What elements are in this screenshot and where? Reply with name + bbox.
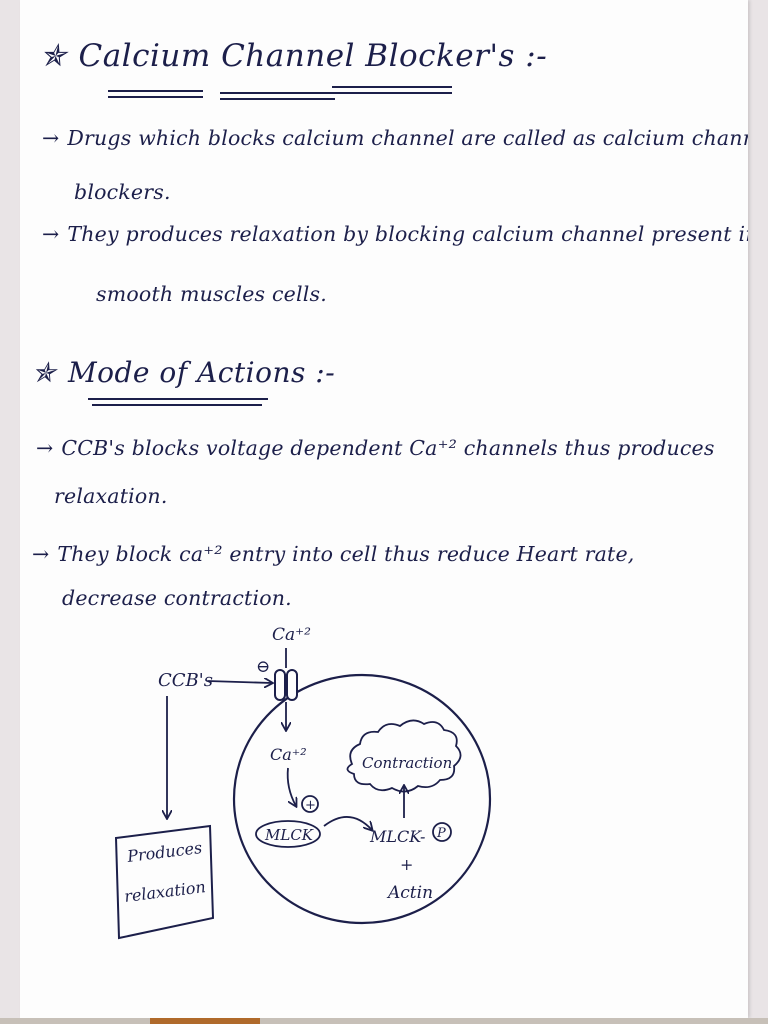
heading-underline: [108, 96, 203, 98]
heading-mode-of-actions: ✯ Mode of Actions :-: [32, 356, 335, 389]
line-text: They block ca⁺² entry into cell thus red…: [57, 542, 635, 566]
plus-between-sign: +: [400, 855, 413, 874]
heading-underline: [108, 90, 203, 92]
heading-text: Mode of Actions :-: [67, 356, 336, 389]
arrow-icon: →: [36, 436, 54, 460]
relaxation-label: relaxation: [123, 877, 207, 906]
heading-underline: [220, 98, 335, 100]
text-line: → Drugs which blocks calcium channel are …: [42, 126, 748, 150]
phosphate-label: P: [436, 826, 446, 841]
arrow-icon: →: [42, 222, 60, 246]
plus-sign: +: [305, 798, 316, 813]
heading-underline: [92, 404, 262, 406]
inhibit-sign-icon: ⊖: [256, 657, 270, 677]
line-text: blockers.: [74, 180, 171, 204]
ccbs-to-channel-arrow: [207, 681, 272, 683]
contraction-label: Contraction: [362, 754, 452, 772]
mlck-p-label: MLCK-: [369, 827, 425, 846]
heading-underline: [332, 92, 452, 94]
text-line: relaxation.: [54, 484, 168, 508]
actin-label: Actin: [386, 883, 433, 903]
calcium-channel-icon: [274, 669, 298, 701]
mlck-oval: [255, 820, 321, 848]
plus-circle-icon: [301, 795, 319, 813]
cell-outline: [232, 673, 492, 925]
phosphate-circle-icon: [432, 822, 452, 842]
line-text: decrease contraction.: [62, 586, 292, 610]
contraction-cloud: [346, 719, 462, 793]
line-text: Drugs which blocks calcium channel are c…: [67, 126, 748, 150]
line-text: relaxation.: [54, 484, 168, 508]
text-line: smooth muscles cells.: [96, 282, 327, 306]
relaxation-box: [114, 824, 215, 940]
ccb-mechanism-diagram: Ca⁺² ⊖ CCB's Produces relaxation Ca⁺² + …: [114, 625, 492, 940]
arrow-icon: →: [42, 126, 60, 150]
heading-underline: [88, 398, 268, 400]
heading-calcium-channel-blockers: ✯ Calcium Channel Blocker's :-: [40, 38, 547, 74]
text-line: → CCB's blocks voltage dependent Ca⁺² cha…: [36, 436, 715, 460]
star-icon: ✯: [32, 356, 56, 389]
page-bottom-edge: [0, 1018, 768, 1024]
produces-label: Produces: [125, 838, 203, 866]
page-bottom-mark: [150, 1018, 260, 1024]
calcium-outside-label: Ca⁺²: [272, 625, 311, 645]
heading-underline: [220, 92, 335, 94]
notebook-page: ✯ Calcium Channel Blocker's :- → Drugs whi…: [20, 0, 748, 1018]
ccbs-label: CCB's: [158, 670, 213, 691]
mlck-label: MLCK: [264, 826, 314, 844]
heading-underline: [332, 86, 452, 88]
mlck-to-mlckp-arrow: [323, 816, 372, 830]
star-icon: ✯: [40, 38, 67, 74]
line-text: smooth muscles cells.: [96, 282, 327, 306]
text-line: → They block ca⁺² entry into cell thus re…: [32, 542, 635, 566]
line-text: They produces relaxation by blocking cal…: [67, 222, 748, 246]
text-line: blockers.: [74, 180, 171, 204]
text-line: → They produces relaxation by blocking ca…: [42, 222, 748, 246]
text-line: decrease contraction.: [62, 586, 292, 610]
heading-text: Calcium Channel Blocker's :-: [78, 38, 548, 74]
arrow-icon: →: [32, 542, 50, 566]
line-text: CCB's blocks voltage dependent Ca⁺² chan…: [61, 436, 715, 460]
calcium-inside-label: Ca⁺²: [270, 745, 307, 764]
calcium-to-mlck-arrow: [286, 767, 296, 806]
